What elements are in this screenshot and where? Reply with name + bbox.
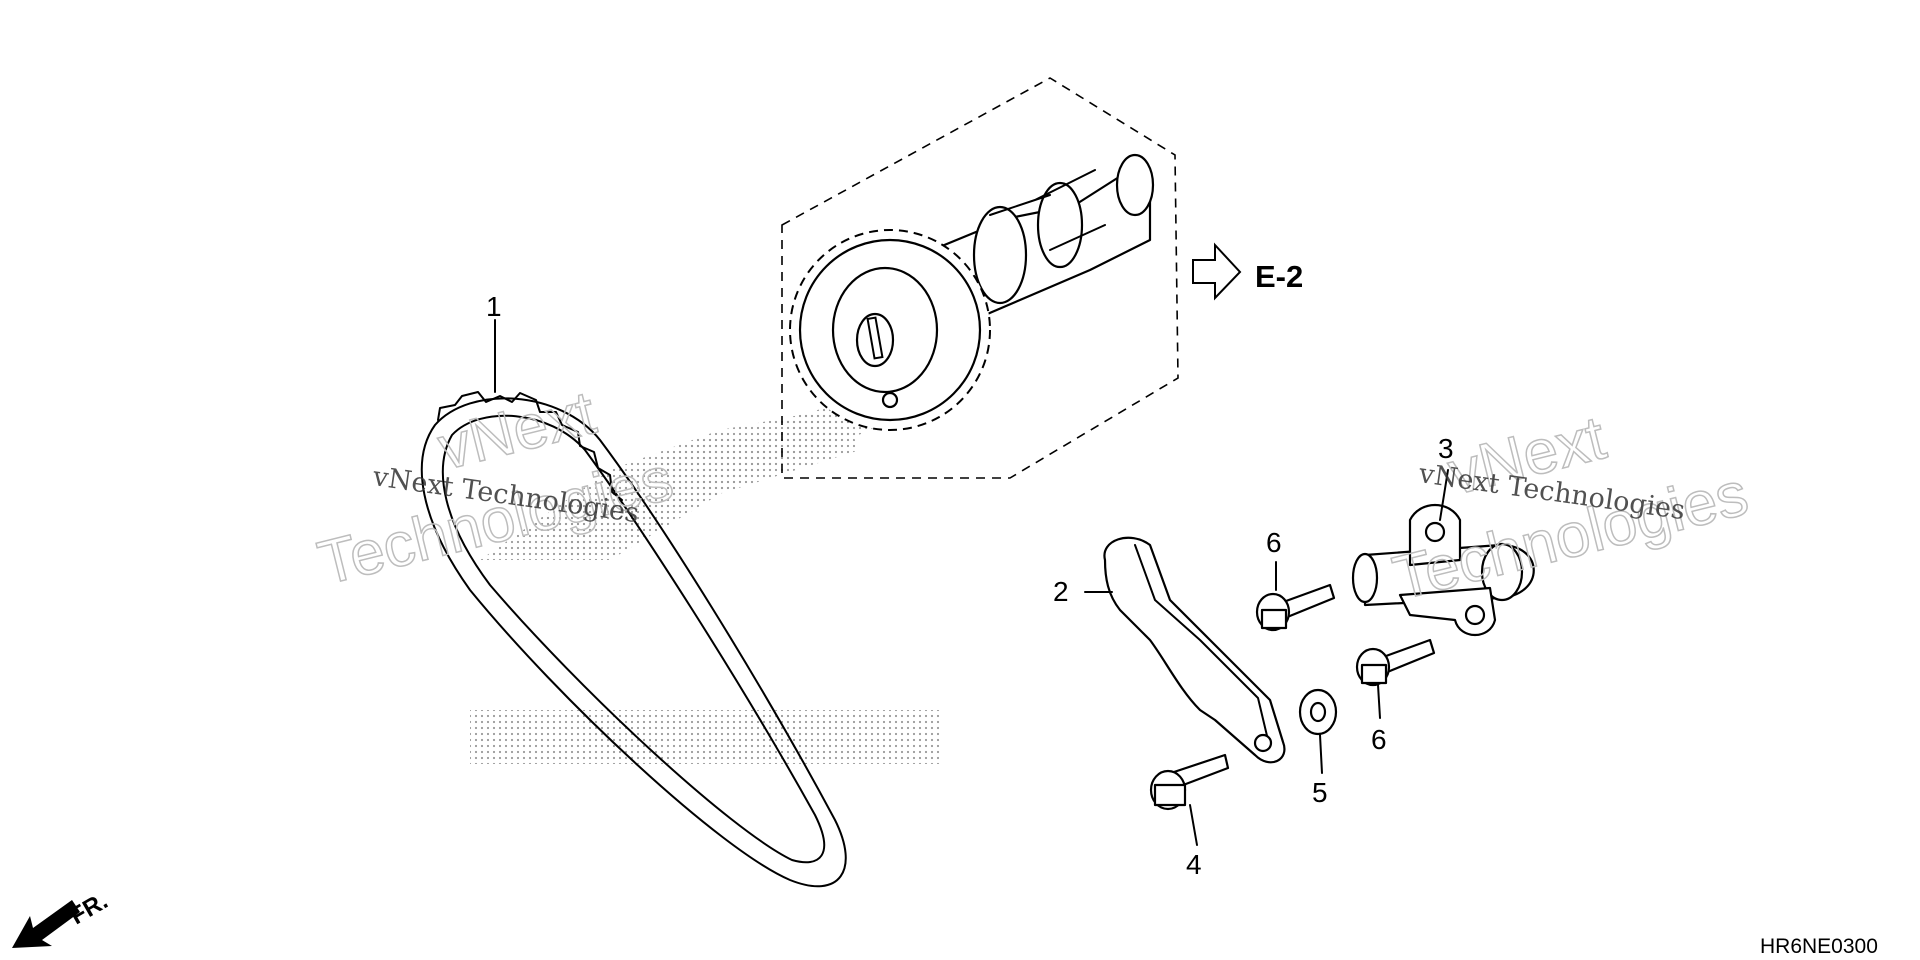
reference-label: E-2 <box>1255 259 1303 294</box>
bolt-6-lower <box>1355 638 1436 687</box>
front-label: FR. <box>66 887 113 930</box>
tensioner-slipper <box>1103 536 1286 764</box>
front-indicator: FR. <box>12 887 112 948</box>
assembly-outline <box>781 77 1179 479</box>
reference-arrow[interactable]: E-2 <box>1192 242 1303 301</box>
callout-3: 3 <box>1438 433 1454 464</box>
camshaft-sprocket <box>789 229 991 431</box>
callouts: 1 2 3 4 5 6 6 <box>486 291 1454 880</box>
watermark-right: vNext Technologies vNext Technologies <box>1386 403 1755 615</box>
bolt-6-upper <box>1255 583 1336 632</box>
callout-5: 5 <box>1312 777 1328 808</box>
watermark-left: vNext Technologies vNext Technologies <box>311 378 680 600</box>
callout-6-lower: 6 <box>1371 724 1387 755</box>
cam-chain <box>420 391 847 888</box>
callout-6-upper: 6 <box>1266 527 1282 558</box>
callout-1: 1 <box>486 291 502 322</box>
front-arrow-icon <box>12 900 80 948</box>
diagram-code: HR6NE0300 <box>1760 935 1878 958</box>
callout-2: 2 <box>1053 576 1069 607</box>
leader-lines <box>494 319 1449 846</box>
washer-5 <box>1298 688 1338 736</box>
tensioner-lifter <box>1351 504 1535 636</box>
camshaft-assembly <box>781 77 1179 479</box>
outline-arrow-icon <box>1192 242 1242 301</box>
callout-4: 4 <box>1186 849 1202 880</box>
bolt-4 <box>1149 753 1230 811</box>
